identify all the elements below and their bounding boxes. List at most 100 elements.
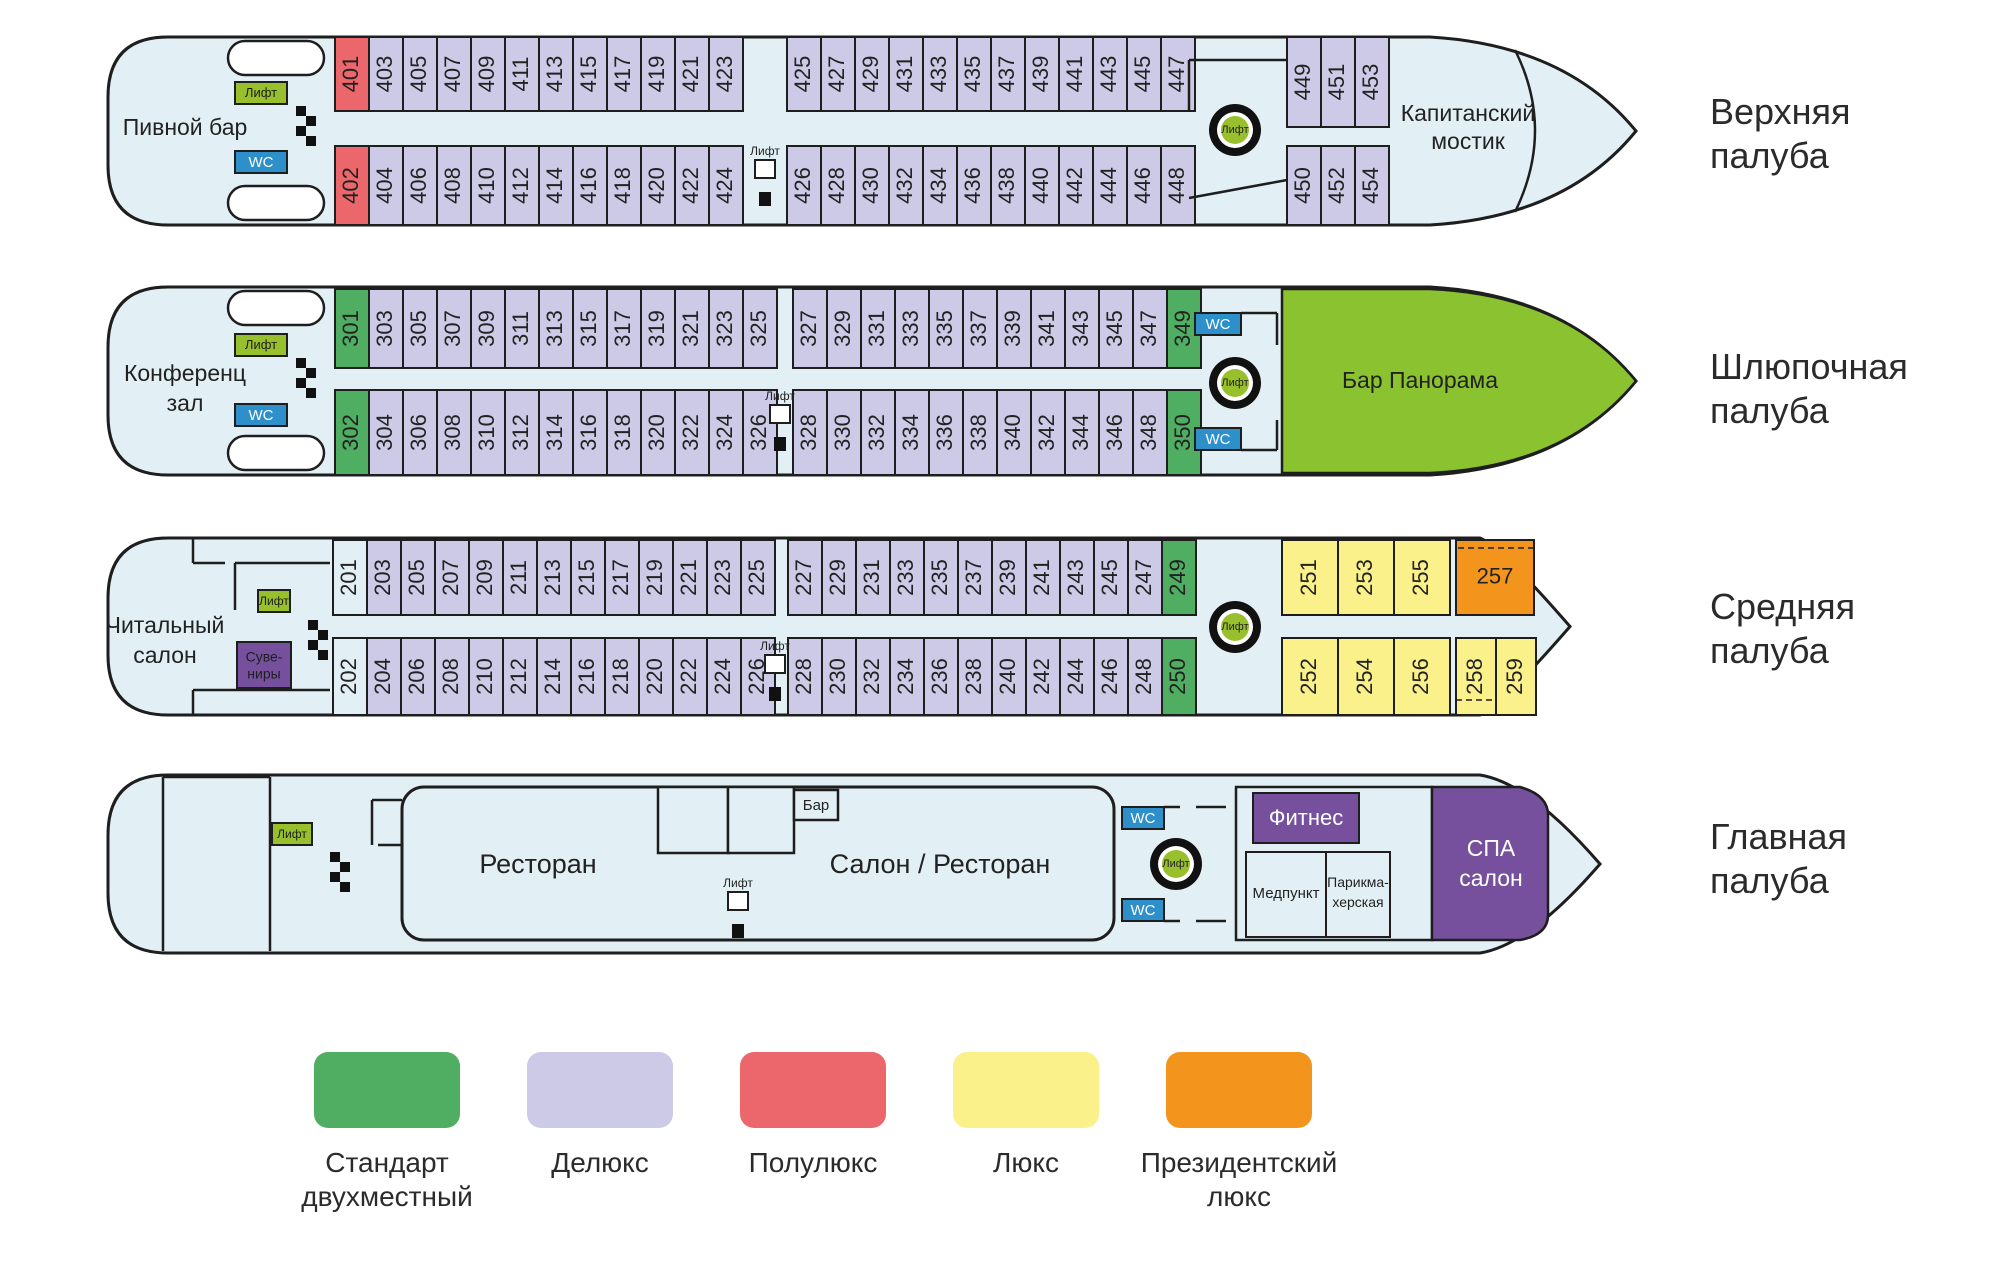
cabin-number: 256 [1408, 658, 1433, 695]
cabin-box [996, 288, 1032, 369]
cabin-229: 229 [821, 539, 857, 616]
cabin-number: 416 [576, 167, 601, 204]
cabin-number: 439 [1028, 56, 1053, 93]
cabin-number: 446 [1130, 167, 1155, 204]
cabin-423: 423 [708, 36, 744, 112]
lift-block [732, 924, 744, 938]
cabin-number: 445 [1130, 56, 1155, 93]
cabin-box [332, 637, 368, 716]
cabin-302: 302 [334, 389, 370, 476]
cabin-234: 234 [889, 637, 925, 716]
cabin-box [606, 36, 642, 112]
cabin-box [820, 36, 856, 112]
cabin-number: 242 [1029, 658, 1054, 695]
cabin-441: 441 [1058, 36, 1094, 112]
cabin-number: 331 [864, 310, 889, 347]
cabin-258: 258 [1455, 637, 1497, 716]
cabin-box [1286, 145, 1322, 226]
cabin-box [1059, 637, 1095, 716]
main-wc-top: WC [1121, 806, 1165, 830]
upper-lift-shaft: Лифт [750, 144, 780, 206]
cabin-box [402, 389, 438, 476]
cabin-number: 441 [1062, 56, 1087, 93]
cabin-450: 450 [1286, 145, 1322, 226]
cabin-number: 310 [474, 414, 499, 451]
upper-aft-pill-bottom [226, 184, 326, 222]
cabin-number: 412 [508, 167, 533, 204]
cabin-222: 222 [672, 637, 708, 716]
cabin-number: 207 [438, 559, 463, 596]
stair-step [308, 640, 318, 650]
cabin-318: 318 [606, 389, 642, 476]
badge-box [234, 81, 288, 105]
legend-swatch-president [1166, 1052, 1312, 1128]
cabin-number: 423 [712, 56, 737, 93]
cabin-number: 239 [995, 559, 1020, 596]
cabin-215: 215 [570, 539, 606, 616]
cabin-number: 340 [1000, 414, 1025, 451]
cabin-315: 315 [572, 288, 608, 369]
cabin-437: 437 [990, 36, 1026, 112]
cabin-number: 418 [610, 167, 635, 204]
cabin-223: 223 [706, 539, 742, 616]
cabin-number: 313 [542, 310, 567, 347]
main-fitness-label: Фитнес [1269, 805, 1343, 830]
cabin-number: 235 [927, 559, 952, 596]
lift-label: Лифт [765, 389, 795, 403]
cabin-number: 405 [406, 56, 431, 93]
cabin-428: 428 [820, 145, 856, 226]
main-lift-shaft: Лифт [723, 876, 753, 938]
cabin-303: 303 [368, 288, 404, 369]
cabin-337: 337 [962, 288, 998, 369]
cabin-box [436, 145, 472, 226]
cabin-251: 251 [1281, 539, 1339, 616]
cabin-box [334, 288, 370, 369]
legend-label: Делюкс [551, 1147, 649, 1178]
main-medical-room [1245, 851, 1327, 938]
cabin-box [1320, 36, 1356, 128]
cabin-number: 219 [642, 559, 667, 596]
cabin-345: 345 [1098, 288, 1134, 369]
badge-box [234, 150, 288, 174]
badge-box [257, 589, 291, 613]
main-stairs [330, 852, 350, 892]
cabin-number: 230 [825, 658, 850, 695]
cabin-339: 339 [996, 288, 1032, 369]
cabin-number: 249 [1165, 559, 1190, 596]
cabin-304: 304 [368, 389, 404, 476]
cabin-number: 427 [824, 56, 849, 93]
middle-stairs [308, 620, 328, 660]
cabin-445: 445 [1126, 36, 1162, 112]
cabin-number: 420 [644, 167, 669, 204]
main-bar-label: Бар [803, 797, 830, 814]
cabin-number: 414 [542, 167, 567, 204]
cabin-box [708, 36, 744, 112]
cabin-box [638, 539, 674, 616]
cabin-number: 429 [858, 56, 883, 93]
main-fitness-room [1252, 792, 1360, 844]
cabin-214: 214 [536, 637, 572, 716]
cabin-box [1025, 637, 1061, 716]
cabin-box [996, 389, 1032, 476]
cabin-box [502, 637, 538, 716]
cabin-box [1393, 637, 1451, 716]
cabin-number: 350 [1170, 414, 1195, 451]
cabin-number: 208 [438, 658, 463, 695]
boat-lift-badge: Лифт [234, 333, 288, 357]
helm-core [1221, 369, 1249, 397]
cabin-number: 424 [712, 167, 737, 204]
cabin-number: 223 [710, 559, 735, 596]
cabin-box [928, 288, 964, 369]
cabin-244: 244 [1059, 637, 1095, 716]
stair-step [318, 650, 328, 660]
legend-item-semi-lux: Полулюкс [713, 1052, 913, 1180]
cabin-box [1281, 539, 1339, 616]
cabin-number: 307 [440, 310, 465, 347]
cabin-number: 432 [892, 167, 917, 204]
cabin-number: 349 [1170, 310, 1195, 347]
cabin-number: 406 [406, 167, 431, 204]
cabin-414: 414 [538, 145, 574, 226]
boat-wc-bow-top: WC [1194, 312, 1242, 336]
legend-item-standard: Стандарт двухместный [287, 1052, 487, 1214]
